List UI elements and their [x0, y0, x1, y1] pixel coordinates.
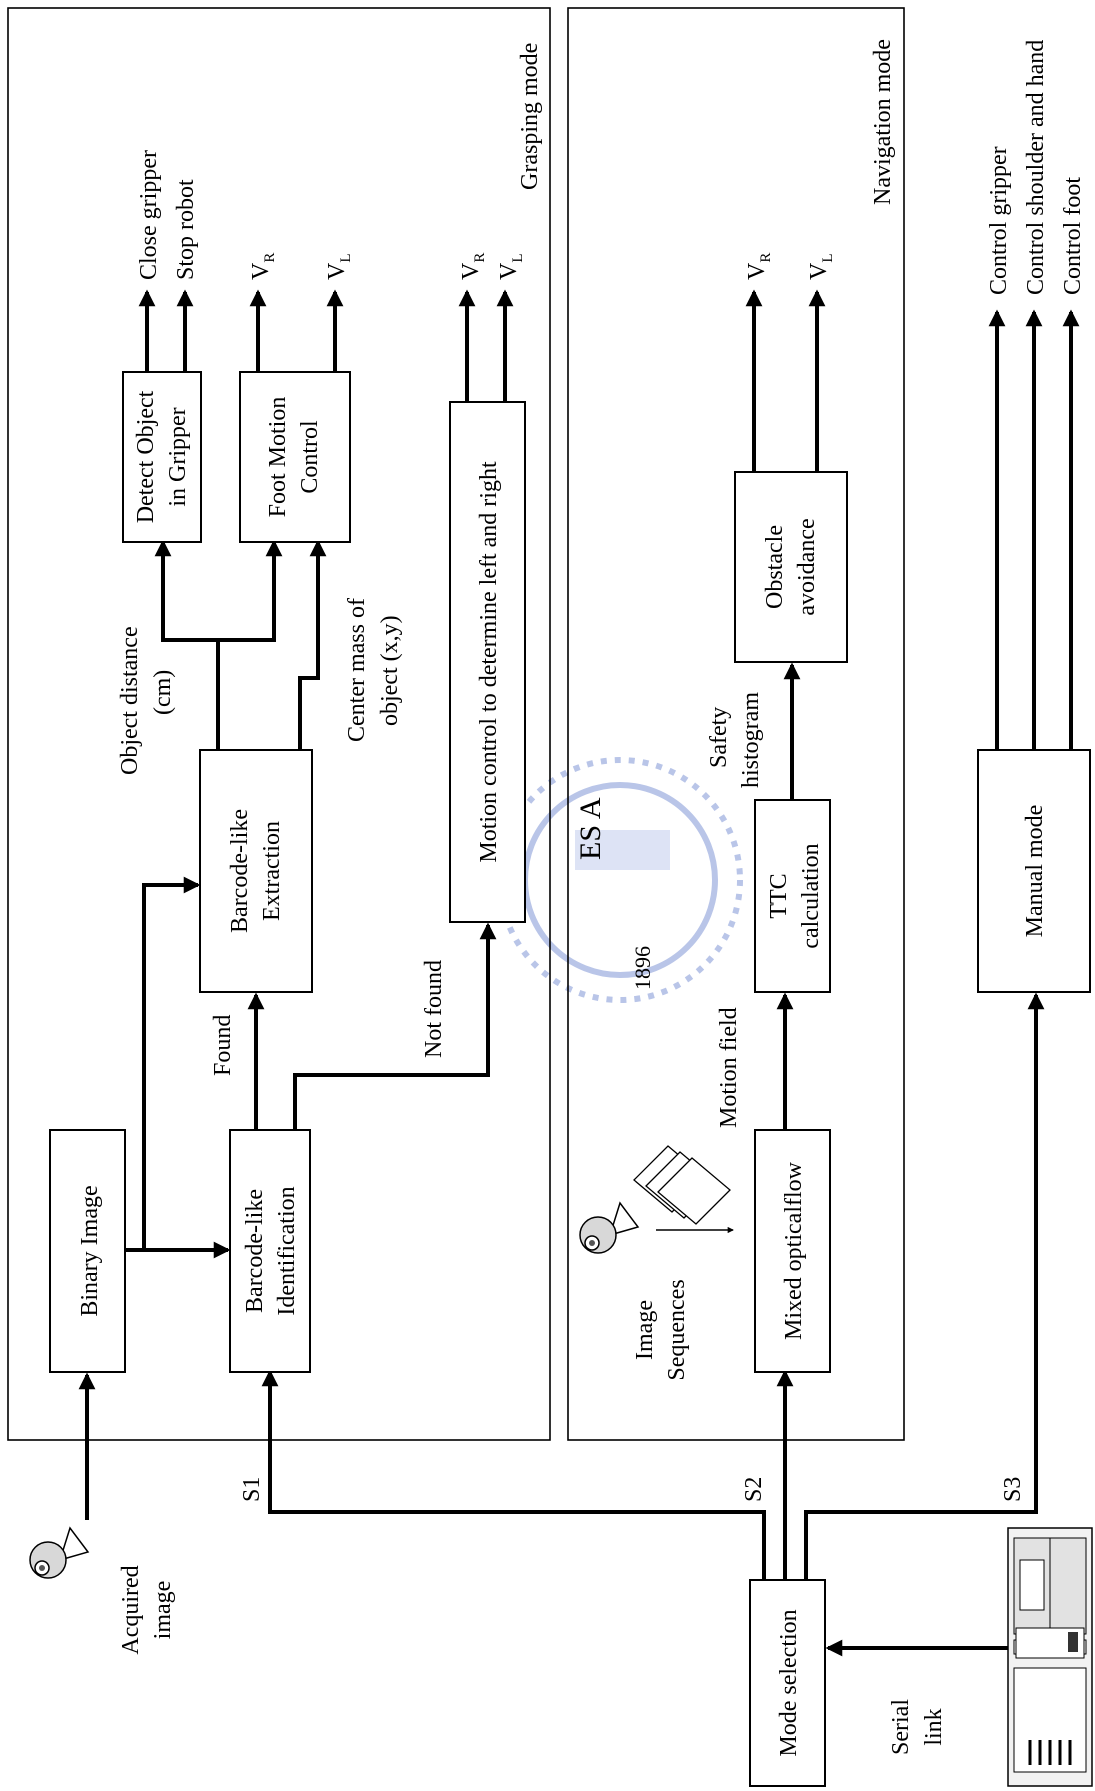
grasping-mode-label: Grasping mode: [517, 43, 543, 190]
s1-label: S1: [239, 1477, 265, 1502]
safety-histogram-line2: histogram: [738, 692, 764, 788]
acquired-image-line1: Acquired: [118, 1565, 144, 1654]
obstacle-avoidance-line1: Obstacle: [762, 525, 788, 609]
obstacle-avoidance-block: [735, 472, 847, 662]
object-distance-line1: Object distance: [117, 626, 143, 775]
barcode-identification-line2: Identification: [274, 1186, 300, 1315]
detect-object-line1: Detect Object: [133, 390, 159, 523]
barcode-extraction-line1: Barcode-like: [227, 809, 253, 933]
control-gripper-label: Control gripper: [986, 146, 1012, 295]
motion-control-lr-text: Motion control to determine left and rig…: [476, 461, 502, 863]
image-sequences-line2: Sequences: [664, 1279, 690, 1380]
ttc-line1: TTC: [766, 873, 792, 918]
camera-icon: [30, 1528, 88, 1578]
s2-label: S2: [741, 1477, 767, 1502]
image-sequences-line1: Image: [632, 1300, 658, 1360]
found-label: Found: [210, 1015, 236, 1076]
navigation-mode-label: Navigation mode: [870, 39, 896, 205]
mixed-opticalflow-text: Mixed opticalflow: [781, 1161, 807, 1340]
center-mass-line2: object (x,y): [377, 615, 403, 726]
image-stack-icon: [634, 1146, 730, 1224]
mode-selection-text: Mode selection: [776, 1609, 802, 1756]
stop-robot-label: Stop robot: [173, 179, 199, 280]
not-found-label: Not found: [421, 960, 447, 1058]
foot-motion-line2: Control: [297, 420, 323, 494]
vl-nav-label: VL: [806, 253, 836, 280]
vl-foot-label: VL: [324, 253, 354, 280]
s3-label: S3: [1000, 1477, 1026, 1502]
control-shoulder-hand-label: Control shoulder and hand: [1023, 40, 1049, 295]
foot-motion-line1: Foot Motion: [265, 397, 291, 518]
ttc-line2: calculation: [798, 843, 824, 948]
vr-foot-label: VR: [248, 253, 278, 280]
serial-link-line2: link: [921, 1708, 947, 1745]
watermark-year: 1896: [630, 946, 655, 990]
computer-icon: [1008, 1528, 1092, 1786]
barcode-extraction-block: [200, 750, 312, 992]
manual-mode-text: Manual mode: [1022, 805, 1048, 938]
motion-field-label: Motion field: [716, 1007, 742, 1128]
watermark-logo: ES A 1896: [500, 760, 740, 1000]
serial-link-line1: Serial: [888, 1699, 914, 1755]
binary-image-text: Binary Image: [77, 1185, 103, 1316]
acquired-image-line2: image: [150, 1581, 176, 1640]
object-distance-line2: (cm): [150, 670, 176, 715]
detect-object-line2: in Gripper: [165, 407, 191, 506]
control-foot-label: Control foot: [1060, 177, 1086, 295]
close-gripper-label: Close gripper: [136, 150, 162, 280]
vl-motion-label: VL: [496, 253, 526, 280]
vr-nav-label: VR: [744, 253, 774, 280]
foot-motion-control-block: [240, 372, 350, 542]
barcode-identification-line1: Barcode-like: [242, 1189, 268, 1313]
barcode-extraction-line2: Extraction: [259, 821, 285, 921]
center-mass-line1: Center mass of: [344, 598, 370, 742]
obstacle-avoidance-line2: avoidance: [794, 518, 820, 615]
vr-motion-label: VR: [458, 253, 488, 280]
safety-histogram-line1: Safety: [706, 707, 732, 768]
watermark-letters: ES A: [574, 797, 607, 860]
camera-icon: [580, 1203, 638, 1253]
